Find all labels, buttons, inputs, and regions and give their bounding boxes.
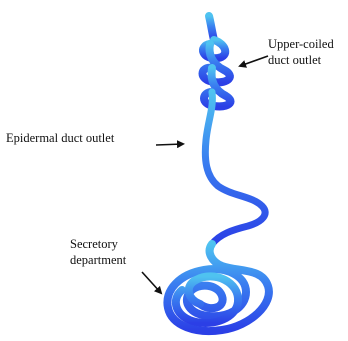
- label-epidermal-duct-outlet: Epidermal duct outlet: [6, 130, 114, 146]
- sweat-duct: [167, 16, 269, 331]
- label-secretory-line1: Secretory: [70, 236, 126, 252]
- label-upper-coiled-line1: Upper-coiled: [268, 36, 334, 52]
- arrow-epidermal: [156, 144, 183, 145]
- arrow-secretory: [142, 272, 161, 293]
- label-secretory-line2: department: [70, 252, 126, 268]
- epidermal-duct: [205, 92, 265, 244]
- label-secretory-department: Secretory department: [70, 236, 126, 268]
- label-upper-coiled-line2: duct outlet: [268, 52, 334, 68]
- label-upper-coiled-duct-outlet: Upper-coiled duct outlet: [268, 36, 334, 68]
- arrow-upper-coiled: [240, 56, 268, 66]
